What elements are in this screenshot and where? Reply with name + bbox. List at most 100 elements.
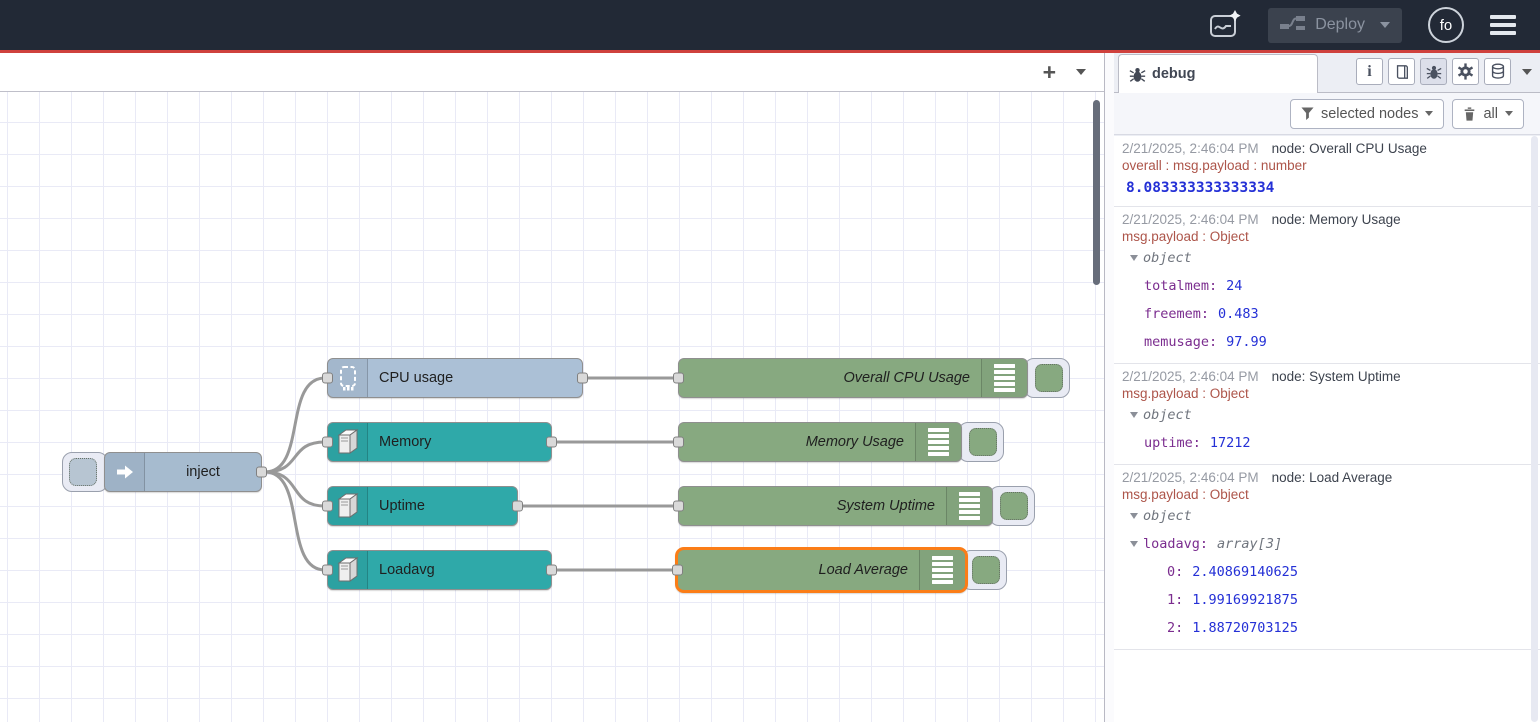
- debug-list-icon: [946, 487, 992, 525]
- debug-list-icon: [981, 359, 1027, 397]
- node-label: Overall CPU Usage: [843, 370, 970, 386]
- debug-list-icon: [919, 550, 965, 590]
- wires: [263, 376, 677, 572]
- flow-canvas[interactable]: inject CPU usage: [0, 92, 1104, 722]
- output-port[interactable]: [546, 564, 557, 576]
- add-flow-button[interactable]: +: [1042, 58, 1056, 85]
- book-icon: [1396, 64, 1408, 79]
- input-port[interactable]: [672, 564, 683, 576]
- output-port[interactable]: [546, 436, 557, 448]
- node-label: Memory Usage: [805, 434, 904, 450]
- sidebar: debug i: [1114, 53, 1540, 722]
- input-port[interactable]: [322, 372, 333, 384]
- debug-message: 2/21/2025, 2:46:04 PM node: Load Average…: [1114, 465, 1540, 650]
- deploy-button[interactable]: Deploy: [1268, 7, 1402, 43]
- message-property: msg.payload : Object: [1122, 229, 1249, 244]
- bug-icon: [1425, 65, 1442, 79]
- message-source: node: Load Average: [1271, 470, 1393, 485]
- node-cpu-usage[interactable]: CPU usage: [322, 358, 588, 398]
- collapse-caret-icon[interactable]: [1130, 541, 1138, 547]
- node-inject[interactable]: inject: [104, 452, 267, 492]
- debug-toggle-button[interactable]: [989, 486, 1035, 526]
- deploy-icon: [1280, 15, 1306, 36]
- help-tab-button[interactable]: [1388, 58, 1415, 85]
- debug-filter-bar: selected nodes all: [1114, 93, 1540, 135]
- message-property: msg.payload : Object: [1122, 487, 1249, 502]
- bug-icon: [1129, 67, 1146, 82]
- collapse-caret-icon[interactable]: [1130, 255, 1138, 261]
- tab-debug-label: debug: [1152, 66, 1196, 82]
- tab-debug[interactable]: debug: [1118, 54, 1318, 93]
- sidebar-vertical-scrollbar[interactable]: [1531, 136, 1538, 722]
- filter-nodes-button[interactable]: selected nodes: [1289, 98, 1445, 129]
- debug-toggle-button[interactable]: [1024, 358, 1070, 398]
- debug-message: 2/21/2025, 2:46:04 PM node: System Uptim…: [1114, 364, 1540, 465]
- input-port[interactable]: [673, 500, 684, 512]
- gear-icon: [1457, 63, 1474, 80]
- sidebar-splitter[interactable]: [1104, 53, 1114, 722]
- message-value: 8.083333333333334: [1126, 180, 1275, 196]
- output-port[interactable]: [256, 466, 267, 478]
- clear-messages-label: all: [1483, 105, 1498, 122]
- node-debug-load-average[interactable]: Load Average: [672, 547, 968, 593]
- debug-message: 2/21/2025, 2:46:04 PM node: Memory Usage…: [1114, 207, 1540, 364]
- flow-tabbar: +: [0, 53, 1104, 92]
- input-port[interactable]: [322, 436, 333, 448]
- message-source: node: System Uptime: [1271, 369, 1401, 384]
- database-icon: [1491, 63, 1504, 79]
- debug-list-icon: [915, 423, 961, 461]
- debug-toggle-button[interactable]: [958, 422, 1004, 462]
- node-label: Load Average: [818, 562, 909, 578]
- info-tab-button[interactable]: i: [1356, 58, 1383, 85]
- collapse-caret-icon[interactable]: [1130, 412, 1138, 418]
- node-label: Memory: [379, 434, 432, 450]
- user-avatar[interactable]: fo: [1428, 7, 1464, 43]
- workspace: +: [0, 53, 1104, 722]
- config-tab-button[interactable]: [1452, 58, 1479, 85]
- input-port[interactable]: [673, 372, 684, 384]
- output-port[interactable]: [512, 500, 523, 512]
- server-icon: [328, 487, 368, 525]
- debug-message-list: 2/21/2025, 2:46:04 PM node: Overall CPU …: [1114, 136, 1540, 722]
- message-timestamp: 2/21/2025, 2:46:04 PM: [1122, 141, 1259, 156]
- inject-arrow-icon: [105, 453, 145, 491]
- collapse-caret-icon[interactable]: [1130, 513, 1138, 519]
- filter-nodes-label: selected nodes: [1320, 105, 1419, 122]
- debug-toggle-button[interactable]: [961, 550, 1007, 590]
- main-menu-icon[interactable]: [1490, 15, 1516, 35]
- flow-list-caret-icon[interactable]: [1076, 69, 1086, 75]
- message-timestamp: 2/21/2025, 2:46:04 PM: [1122, 212, 1259, 227]
- node-debug-system-uptime[interactable]: System Uptime: [673, 486, 993, 526]
- node-debug-overall-cpu[interactable]: Overall CPU Usage: [673, 358, 1028, 398]
- node-debug-memory-usage[interactable]: Memory Usage: [673, 422, 962, 462]
- inject-trigger-button[interactable]: [62, 452, 108, 492]
- assistant-icon[interactable]: [1208, 9, 1242, 41]
- sidebar-header: debug i: [1114, 53, 1540, 93]
- node-uptime[interactable]: Uptime: [322, 486, 523, 526]
- node-memory[interactable]: Memory: [322, 422, 557, 462]
- message-timestamp: 2/21/2025, 2:46:04 PM: [1122, 369, 1259, 384]
- node-label: System Uptime: [836, 498, 935, 514]
- node-label: CPU usage: [379, 370, 454, 386]
- sidebar-tabs-caret-icon[interactable]: [1522, 68, 1532, 75]
- node-label: Loadavg: [379, 562, 435, 578]
- output-port[interactable]: [577, 372, 588, 384]
- input-port[interactable]: [673, 436, 684, 448]
- node-label: Uptime: [379, 498, 425, 514]
- server-icon: [328, 423, 368, 461]
- header-bar: Deploy fo: [0, 0, 1540, 50]
- funnel-icon: [1301, 107, 1314, 120]
- input-port[interactable]: [322, 500, 333, 512]
- deploy-caret-icon[interactable]: [1380, 22, 1390, 28]
- message-source: node: Overall CPU Usage: [1271, 141, 1427, 156]
- canvas-vertical-scrollbar[interactable]: [1093, 100, 1100, 285]
- message-property: msg.payload : Object: [1122, 386, 1249, 401]
- node-loadavg[interactable]: Loadavg: [322, 550, 557, 590]
- debug-tab-button[interactable]: [1420, 58, 1447, 85]
- message-timestamp: 2/21/2025, 2:46:04 PM: [1122, 470, 1259, 485]
- context-tab-button[interactable]: [1484, 58, 1511, 85]
- input-port[interactable]: [322, 564, 333, 576]
- node-label: inject: [186, 464, 220, 480]
- clear-messages-button[interactable]: all: [1452, 98, 1524, 129]
